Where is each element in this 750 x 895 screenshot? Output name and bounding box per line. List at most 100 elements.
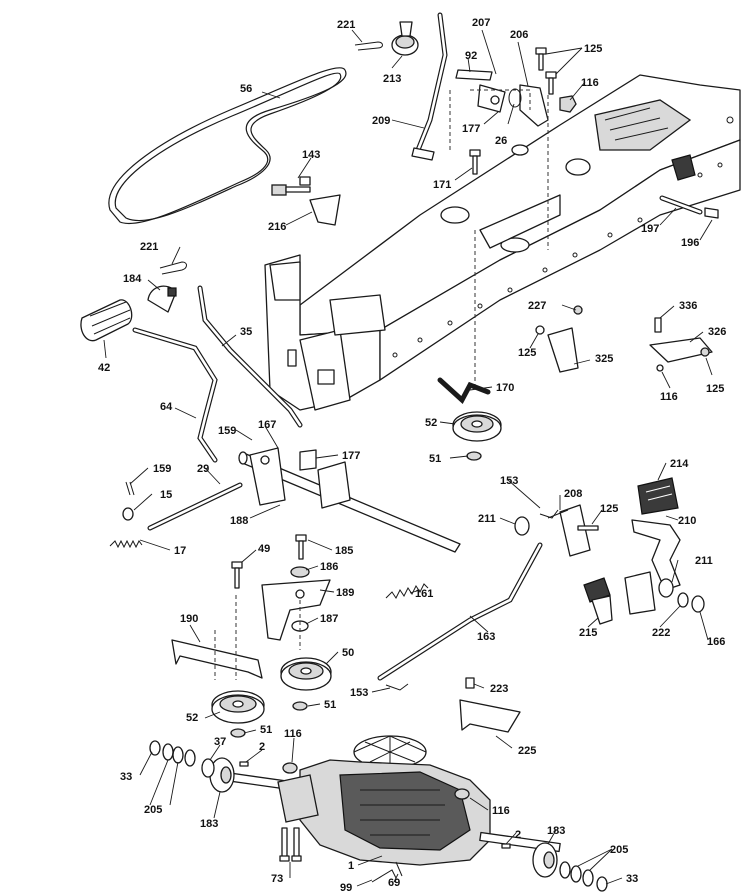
callout-116-trans-left: 116 [284, 728, 302, 740]
callout-37: 37 [214, 736, 226, 748]
callout-143: 143 [302, 149, 320, 161]
callout-227: 227 [528, 300, 546, 312]
callout-49: 49 [258, 543, 270, 555]
lever-knob [147, 285, 177, 313]
callout-159-mid: 159 [218, 425, 236, 437]
callout-17: 17 [174, 545, 186, 557]
pin-69 [395, 861, 403, 877]
lift-arm [519, 84, 549, 127]
callout-170: 170 [496, 382, 514, 394]
callout-33-right: 33 [626, 873, 638, 885]
key-2-right [501, 843, 511, 849]
shaft-188 [238, 451, 461, 553]
washers-205-left [162, 743, 196, 767]
callout-183-left: 183 [200, 818, 218, 830]
nut-51-upper [466, 451, 482, 461]
bracket-325 [535, 305, 583, 373]
nut-116-right [454, 788, 470, 800]
nut-51-mid [292, 701, 308, 711]
washer-166 [691, 595, 705, 613]
callout-187: 187 [320, 613, 338, 625]
rod-197 [659, 195, 719, 219]
callout-197: 197 [641, 223, 659, 235]
callout-222: 222 [652, 627, 670, 639]
clip-33-left [149, 740, 161, 756]
control-rod-35 [197, 285, 303, 428]
nut-116-left [282, 762, 298, 774]
callout-171: 171 [433, 179, 451, 191]
callout-185: 185 [335, 545, 353, 557]
bolts-top [535, 47, 557, 95]
clip-153-lower [385, 683, 409, 691]
callout-35: 35 [240, 326, 252, 338]
callout-15: 15 [160, 489, 172, 501]
callout-29: 29 [197, 463, 209, 475]
callout-207: 207 [472, 17, 490, 29]
bracket-326 [649, 317, 713, 372]
callout-326: 326 [708, 326, 726, 338]
idler-bracket-216 [271, 176, 341, 226]
callout-183-right: 183 [547, 825, 565, 837]
hub-183-left [209, 757, 235, 793]
callout-205-left: 205 [144, 804, 162, 816]
idler-arm-170 [437, 377, 491, 405]
assembly-line-lift [449, 89, 549, 390]
lift-lever-rod [411, 12, 448, 161]
callout-2-left: 2 [259, 741, 265, 753]
callout-214: 214 [670, 458, 689, 470]
bracket-210-lower [624, 571, 656, 615]
clip-99 [371, 869, 397, 883]
rod-163 [377, 542, 543, 681]
callout-196: 196 [681, 237, 699, 249]
callout-336: 336 [679, 300, 697, 312]
bolt-171 [469, 149, 481, 175]
callout-116-right: 116 [660, 391, 678, 403]
hair-pin-clip-lower [159, 261, 187, 275]
callout-52-lower: 52 [186, 712, 198, 724]
hub-183-right [532, 842, 558, 878]
bolts-73 [279, 827, 302, 862]
clip-33-right [596, 876, 608, 892]
nut-top [559, 95, 577, 113]
washer-15 [122, 507, 134, 521]
lift-knob [391, 21, 419, 56]
callout-99: 99 [340, 882, 352, 894]
pulley-50 [280, 657, 332, 691]
callout-125-top: 125 [584, 43, 602, 55]
callout-211-left: 211 [478, 513, 496, 525]
callout-188: 188 [230, 515, 248, 527]
callout-51-lower: 51 [260, 724, 272, 736]
pedal-pad-214 [637, 477, 679, 515]
callout-125-pedal: 125 [600, 503, 618, 515]
arm-167 [249, 447, 317, 506]
callout-56: 56 [240, 83, 252, 95]
bracket-right-188 [317, 461, 351, 509]
bushing-211-right [658, 578, 674, 598]
pulley-52-lower [211, 690, 265, 724]
callout-92: 92 [465, 50, 477, 62]
callout-184: 184 [123, 273, 142, 285]
key-2-left [239, 761, 249, 767]
bolt-125-pedal [577, 525, 599, 531]
nut-51-lower [230, 728, 246, 738]
leader-lines [103, 29, 713, 887]
washers-205-right [559, 861, 594, 887]
callout-221-lower: 221 [140, 241, 158, 253]
callout-50: 50 [342, 647, 354, 659]
callout-186: 186 [320, 561, 338, 573]
callout-225: 225 [518, 745, 536, 757]
callout-33-left: 33 [120, 771, 132, 783]
spring-161 [385, 583, 429, 599]
handle-grip [80, 299, 133, 342]
callout-163: 163 [477, 631, 495, 643]
callout-166: 166 [707, 636, 725, 648]
callout-177-mid: 177 [342, 450, 360, 462]
callout-153-lower: 153 [350, 687, 368, 699]
callout-1: 1 [348, 860, 354, 872]
spring-17 [109, 539, 143, 549]
plate-189 [261, 579, 331, 641]
callout-210: 210 [678, 515, 696, 527]
bracket-190 [171, 639, 263, 679]
callout-52-upper: 52 [425, 417, 437, 429]
